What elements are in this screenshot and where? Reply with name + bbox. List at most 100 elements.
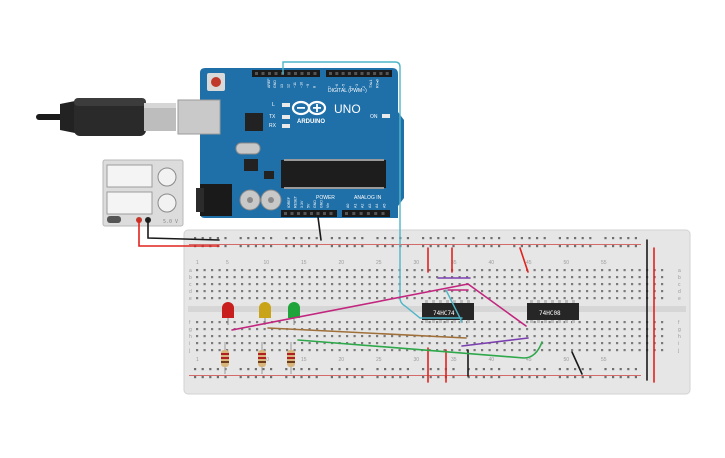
rail-hole[interactable] xyxy=(216,376,219,379)
terminal-hole[interactable] xyxy=(503,335,506,338)
terminal-hole[interactable] xyxy=(278,276,281,279)
header-pin[interactable] xyxy=(335,72,339,75)
terminal-hole[interactable] xyxy=(316,335,319,338)
terminal-hole[interactable] xyxy=(481,349,484,352)
rail-hole[interactable] xyxy=(627,368,630,371)
rail-hole[interactable] xyxy=(384,245,387,248)
terminal-hole[interactable] xyxy=(368,283,371,286)
terminal-hole[interactable] xyxy=(481,335,484,338)
terminal-hole[interactable] xyxy=(541,283,544,286)
rail-hole[interactable] xyxy=(422,376,425,379)
terminal-hole[interactable] xyxy=(241,321,244,324)
terminal-hole[interactable] xyxy=(226,269,229,272)
terminal-hole[interactable] xyxy=(511,321,514,324)
rail-hole[interactable] xyxy=(612,245,615,248)
terminal-hole[interactable] xyxy=(226,328,229,331)
terminal-hole[interactable] xyxy=(503,321,506,324)
terminal-hole[interactable] xyxy=(241,328,244,331)
rail-hole[interactable] xyxy=(254,245,257,248)
terminal-hole[interactable] xyxy=(338,335,341,338)
terminal-hole[interactable] xyxy=(548,269,551,272)
terminal-hole[interactable] xyxy=(391,328,394,331)
terminal-hole[interactable] xyxy=(338,276,341,279)
terminal-hole[interactable] xyxy=(218,342,221,345)
terminal-hole[interactable] xyxy=(271,283,274,286)
terminal-hole[interactable] xyxy=(533,269,536,272)
terminal-hole[interactable] xyxy=(391,349,394,352)
terminal-hole[interactable] xyxy=(623,269,626,272)
header-pin[interactable] xyxy=(347,72,351,75)
rail-hole[interactable] xyxy=(513,376,516,379)
rail-hole[interactable] xyxy=(490,237,493,240)
terminal-hole[interactable] xyxy=(436,321,439,324)
power-switch[interactable] xyxy=(107,216,121,223)
terminal-hole[interactable] xyxy=(203,283,206,286)
terminal-hole[interactable] xyxy=(211,297,214,300)
terminal-hole[interactable] xyxy=(256,283,259,286)
terminal-hole[interactable] xyxy=(541,297,544,300)
terminal-hole[interactable] xyxy=(601,321,604,324)
terminal-hole[interactable] xyxy=(383,342,386,345)
terminal-hole[interactable] xyxy=(488,269,491,272)
rail-hole[interactable] xyxy=(619,237,622,240)
terminal-hole[interactable] xyxy=(548,349,551,352)
rail-hole[interactable] xyxy=(361,237,364,240)
rail-hole[interactable] xyxy=(558,237,561,240)
rail-hole[interactable] xyxy=(384,376,387,379)
terminal-hole[interactable] xyxy=(548,328,551,331)
terminal-hole[interactable] xyxy=(518,335,521,338)
terminal-hole[interactable] xyxy=(226,321,229,324)
terminal-hole[interactable] xyxy=(556,276,559,279)
terminal-hole[interactable] xyxy=(548,321,551,324)
terminal-hole[interactable] xyxy=(196,342,199,345)
terminal-hole[interactable] xyxy=(241,276,244,279)
terminal-hole[interactable] xyxy=(526,321,529,324)
terminal-hole[interactable] xyxy=(586,349,589,352)
terminal-hole[interactable] xyxy=(376,328,379,331)
terminal-hole[interactable] xyxy=(631,290,634,293)
rail-hole[interactable] xyxy=(376,368,379,371)
header-pin[interactable] xyxy=(360,72,364,75)
rail-hole[interactable] xyxy=(452,368,455,371)
terminal-hole[interactable] xyxy=(593,297,596,300)
terminal-hole[interactable] xyxy=(256,321,259,324)
terminal-hole[interactable] xyxy=(518,342,521,345)
terminal-hole[interactable] xyxy=(203,321,206,324)
terminal-hole[interactable] xyxy=(346,321,349,324)
terminal-hole[interactable] xyxy=(466,335,469,338)
header-pin[interactable] xyxy=(352,212,356,215)
header-pin[interactable] xyxy=(366,72,370,75)
rail-hole[interactable] xyxy=(406,237,409,240)
terminal-hole[interactable] xyxy=(458,276,461,279)
header-pin[interactable] xyxy=(255,72,258,75)
terminal-hole[interactable] xyxy=(488,290,491,293)
terminal-hole[interactable] xyxy=(563,283,566,286)
terminal-hole[interactable] xyxy=(398,342,401,345)
rail-hole[interactable] xyxy=(338,376,341,379)
terminal-hole[interactable] xyxy=(203,328,206,331)
terminal-hole[interactable] xyxy=(541,349,544,352)
rail-hole[interactable] xyxy=(300,237,303,240)
led-red[interactable] xyxy=(222,302,234,325)
terminal-hole[interactable] xyxy=(233,342,236,345)
terminal-hole[interactable] xyxy=(578,276,581,279)
terminal-hole[interactable] xyxy=(436,297,439,300)
terminal-hole[interactable] xyxy=(593,283,596,286)
terminal-hole[interactable] xyxy=(383,335,386,338)
terminal-hole[interactable] xyxy=(593,349,596,352)
header-pin[interactable] xyxy=(297,212,300,215)
terminal-hole[interactable] xyxy=(571,349,574,352)
terminal-hole[interactable] xyxy=(241,283,244,286)
terminal-hole[interactable] xyxy=(331,276,334,279)
terminal-hole[interactable] xyxy=(631,269,634,272)
terminal-hole[interactable] xyxy=(541,269,544,272)
terminal-hole[interactable] xyxy=(301,342,304,345)
terminal-hole[interactable] xyxy=(428,269,431,272)
terminal-hole[interactable] xyxy=(361,290,364,293)
terminal-hole[interactable] xyxy=(278,321,281,324)
rail-hole[interactable] xyxy=(437,245,440,248)
rail-hole[interactable] xyxy=(612,376,615,379)
terminal-hole[interactable] xyxy=(473,321,476,324)
terminal-hole[interactable] xyxy=(571,269,574,272)
terminal-hole[interactable] xyxy=(638,342,641,345)
